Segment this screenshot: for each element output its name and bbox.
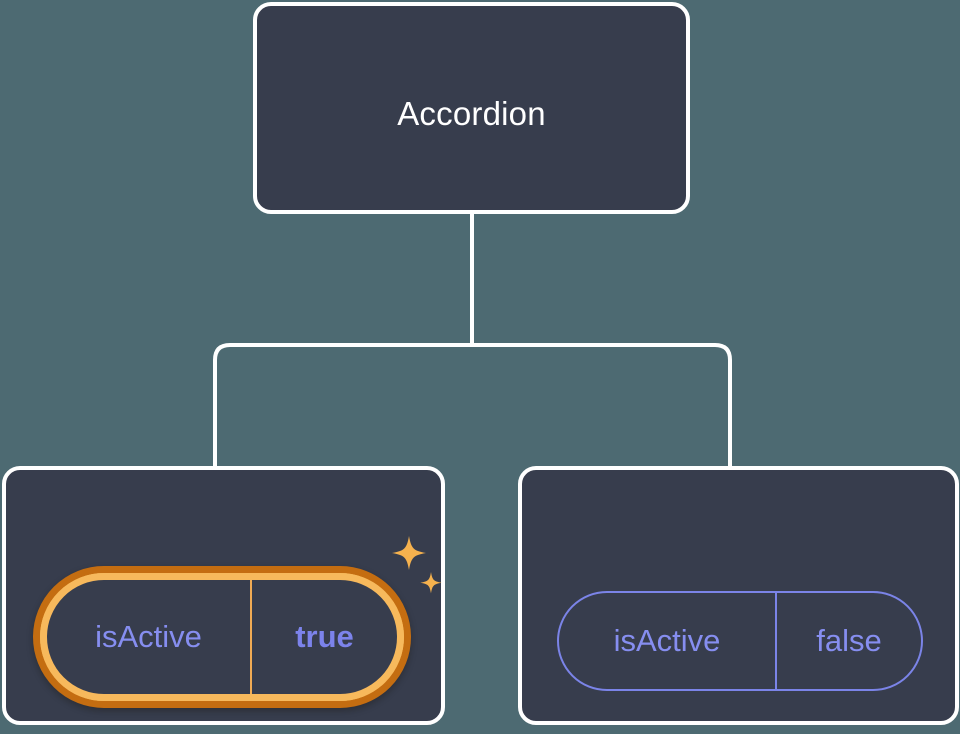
prop-pill-inner: isActive true [40, 573, 404, 701]
prop-key-label: isActive [47, 580, 252, 694]
prop-pill-is-active-false[interactable]: isActive false [557, 591, 923, 691]
sparkle-icon [392, 536, 426, 570]
sparkle-decoration-group [392, 536, 442, 594]
connector-branch-bar [213, 343, 732, 470]
prop-value-label: true [295, 619, 354, 654]
node-accordion[interactable]: Accordion [253, 2, 690, 214]
prop-pill-is-active-true[interactable]: isActive true [33, 566, 411, 708]
prop-value-label: false [816, 623, 882, 658]
prop-key-label: isActive [559, 593, 777, 689]
node-accordion-title: Accordion [397, 95, 546, 132]
sparkle-small-icon [420, 572, 442, 594]
